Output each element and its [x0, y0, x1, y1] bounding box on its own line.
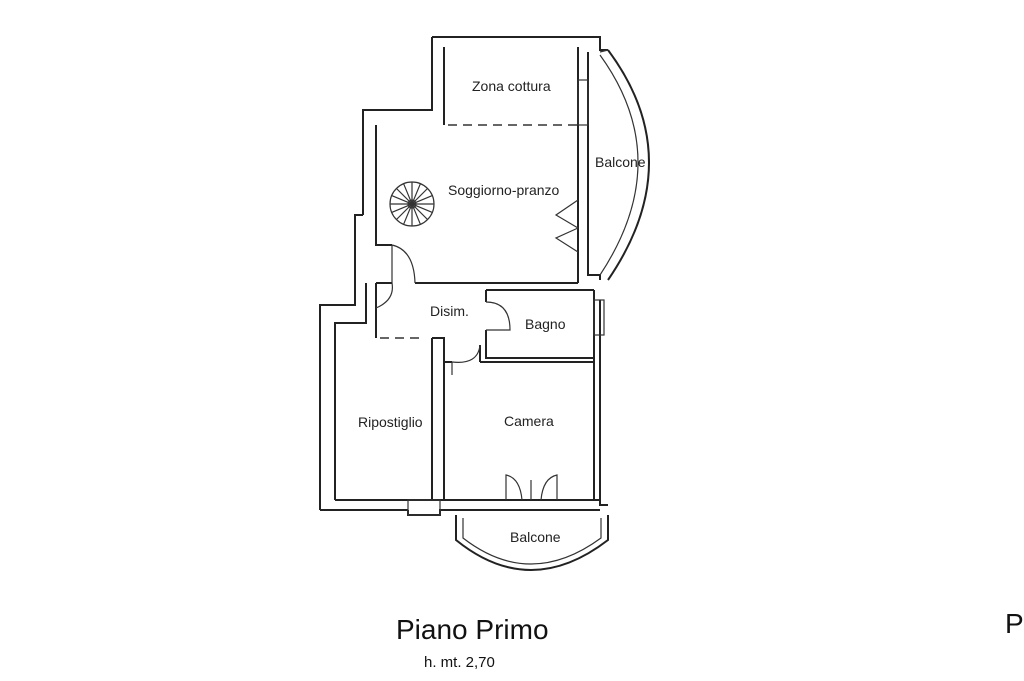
east-balcony — [577, 49, 650, 336]
door-swing-icon — [391, 244, 416, 284]
outer-walls — [319, 36, 608, 516]
room-label-bathroom: Bagno — [525, 316, 566, 332]
room-label-bedroom: Camera — [504, 413, 554, 429]
doors — [375, 199, 579, 516]
room-label-hall: Disim. — [430, 303, 469, 319]
room-label-kitchen: Zona cottura — [472, 78, 551, 94]
room-label-balcony-south: Balcone — [510, 529, 561, 545]
interior-walls — [334, 124, 594, 500]
south-balcony — [455, 515, 609, 571]
plan-title: Piano Primo — [396, 614, 549, 645]
room-label-storage: Ripostiglio — [358, 414, 423, 430]
cut-off-plan-title: P — [1005, 608, 1024, 639]
plan-height-note: h. mt. 2,70 — [424, 654, 495, 671]
room-label-living: Soggiorno-pranzo — [448, 182, 560, 198]
spiral-staircase-icon — [389, 181, 435, 227]
room-label-balcony-east: Balcone — [595, 154, 646, 170]
